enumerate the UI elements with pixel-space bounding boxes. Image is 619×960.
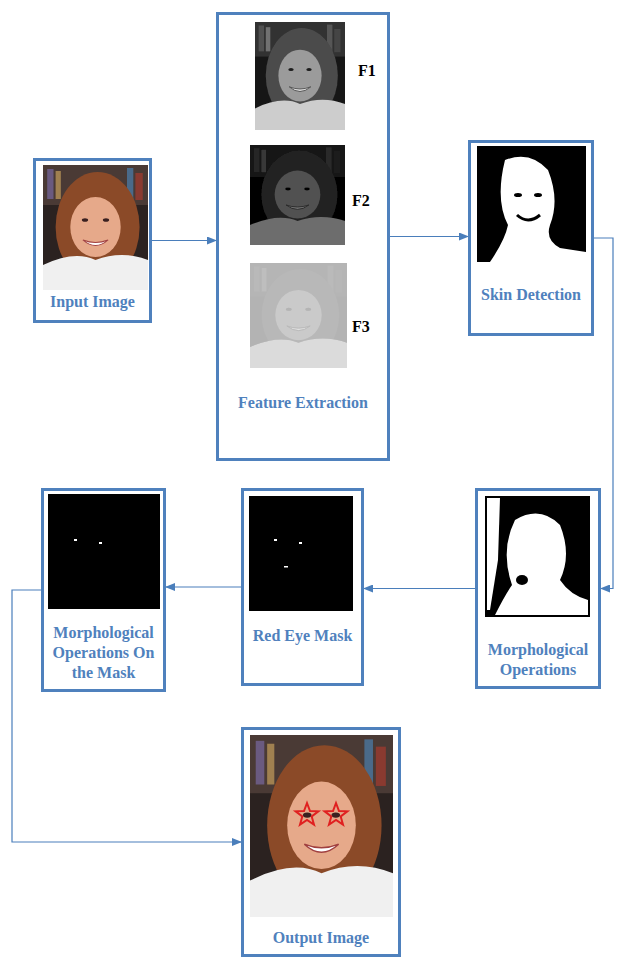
feature-f3-image <box>250 263 347 368</box>
flow-arrow <box>390 236 468 237</box>
flow-arrow <box>166 586 241 587</box>
process-box: Input Image <box>33 158 152 323</box>
process-box: Output Image <box>241 727 401 957</box>
box-label: Morphological Operations On the Mask <box>47 623 160 683</box>
mask-dot <box>74 539 77 541</box>
skin-region <box>495 514 588 615</box>
eye-hole <box>534 193 542 197</box>
feature-label: F3 <box>352 317 370 337</box>
flow-arrow <box>364 588 475 589</box>
mask-ground <box>249 496 356 611</box>
red-eye-star <box>325 803 348 825</box>
skin-region <box>487 498 500 610</box>
mask-dot <box>284 566 288 568</box>
process-box: Morphological Operations On the Mask <box>41 488 166 692</box>
feature-f1-image <box>255 22 345 130</box>
morph-map <box>485 496 590 617</box>
mask-edge <box>353 496 356 611</box>
mask-dot <box>274 539 277 541</box>
box-label: Red Eye Mask <box>247 626 358 646</box>
process-box: Red Eye Mask <box>241 488 364 686</box>
feature-label: F2 <box>352 191 370 211</box>
mask-dot <box>299 542 302 544</box>
flow-arrow <box>12 590 241 842</box>
mask-ground <box>48 494 160 609</box>
mouth-hole <box>517 215 540 220</box>
feature-label: F1 <box>358 61 376 81</box>
mask-ground <box>477 146 586 262</box>
red-eye-mask <box>249 496 356 611</box>
box-label: Skin Detection <box>474 285 588 305</box>
box-label: Output Image <box>247 928 395 948</box>
mask-ground <box>485 496 590 617</box>
skin-map <box>477 146 586 262</box>
eye-hole <box>514 193 522 197</box>
process-box: F1F2F3Feature Extraction <box>216 12 390 461</box>
input-photo <box>43 165 148 290</box>
box-label: Feature Extraction <box>222 393 384 413</box>
process-box: Skin Detection <box>468 140 594 336</box>
hole <box>516 575 528 585</box>
flow-arrow <box>152 240 216 241</box>
process-box: Morphological Operations <box>475 488 601 689</box>
skin-region <box>490 157 586 262</box>
output-photo <box>250 735 393 917</box>
box-label: Input Image <box>39 292 146 312</box>
cleaned-mask <box>48 494 160 609</box>
mask-dot <box>99 542 102 544</box>
flow-arrow <box>594 238 613 589</box>
box-label: Morphological Operations <box>481 640 595 680</box>
feature-f2-image <box>250 145 345 245</box>
red-eye-star <box>296 803 319 825</box>
